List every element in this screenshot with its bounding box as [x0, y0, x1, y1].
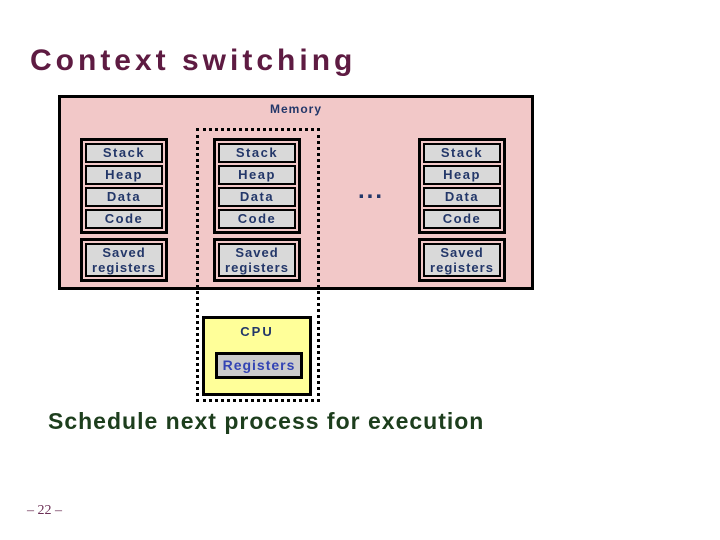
caption-text: Schedule next process for execution: [48, 408, 485, 434]
memory-box: Memory Stack Heap Data Code Saved regist…: [58, 95, 534, 290]
segment-stack: Stack: [218, 143, 296, 163]
cpu-box: CPU Registers: [202, 316, 312, 396]
page-number: – 22 –: [27, 503, 62, 518]
saved-registers-box-3: Saved registers: [418, 238, 506, 282]
registers-box: Registers: [215, 352, 303, 379]
segment-data: Data: [218, 187, 296, 207]
segment-stack: Stack: [85, 143, 163, 163]
process-column-1: Stack Heap Data Code Saved registers: [80, 138, 168, 282]
segment-data: Data: [423, 187, 501, 207]
saved-registers-box-1: Saved registers: [80, 238, 168, 282]
cpu-label: CPU: [240, 324, 274, 339]
process-column-2: Stack Heap Data Code Saved registers: [213, 138, 301, 282]
memory-segments-group-3: Stack Heap Data Code: [418, 138, 506, 234]
saved-registers-label: Saved registers: [218, 243, 296, 277]
segment-code: Code: [423, 209, 501, 229]
memory-label: Memory: [269, 102, 322, 116]
segment-heap: Heap: [85, 165, 163, 185]
segment-heap: Heap: [218, 165, 296, 185]
saved-registers-box-2: Saved registers: [213, 238, 301, 282]
memory-segments-group-2: Stack Heap Data Code: [213, 138, 301, 234]
saved-registers-label: Saved registers: [85, 243, 163, 277]
active-process-dotted-outline: [196, 128, 320, 402]
segment-code: Code: [85, 209, 163, 229]
segment-data: Data: [85, 187, 163, 207]
process-column-3: Stack Heap Data Code Saved registers: [418, 138, 506, 282]
segment-code: Code: [218, 209, 296, 229]
segment-heap: Heap: [423, 165, 501, 185]
page-title: Context switching: [30, 44, 357, 77]
saved-registers-label: Saved registers: [423, 243, 501, 277]
more-processes-ellipsis: ...: [357, 177, 384, 204]
memory-segments-group-1: Stack Heap Data Code: [80, 138, 168, 234]
segment-stack: Stack: [423, 143, 501, 163]
